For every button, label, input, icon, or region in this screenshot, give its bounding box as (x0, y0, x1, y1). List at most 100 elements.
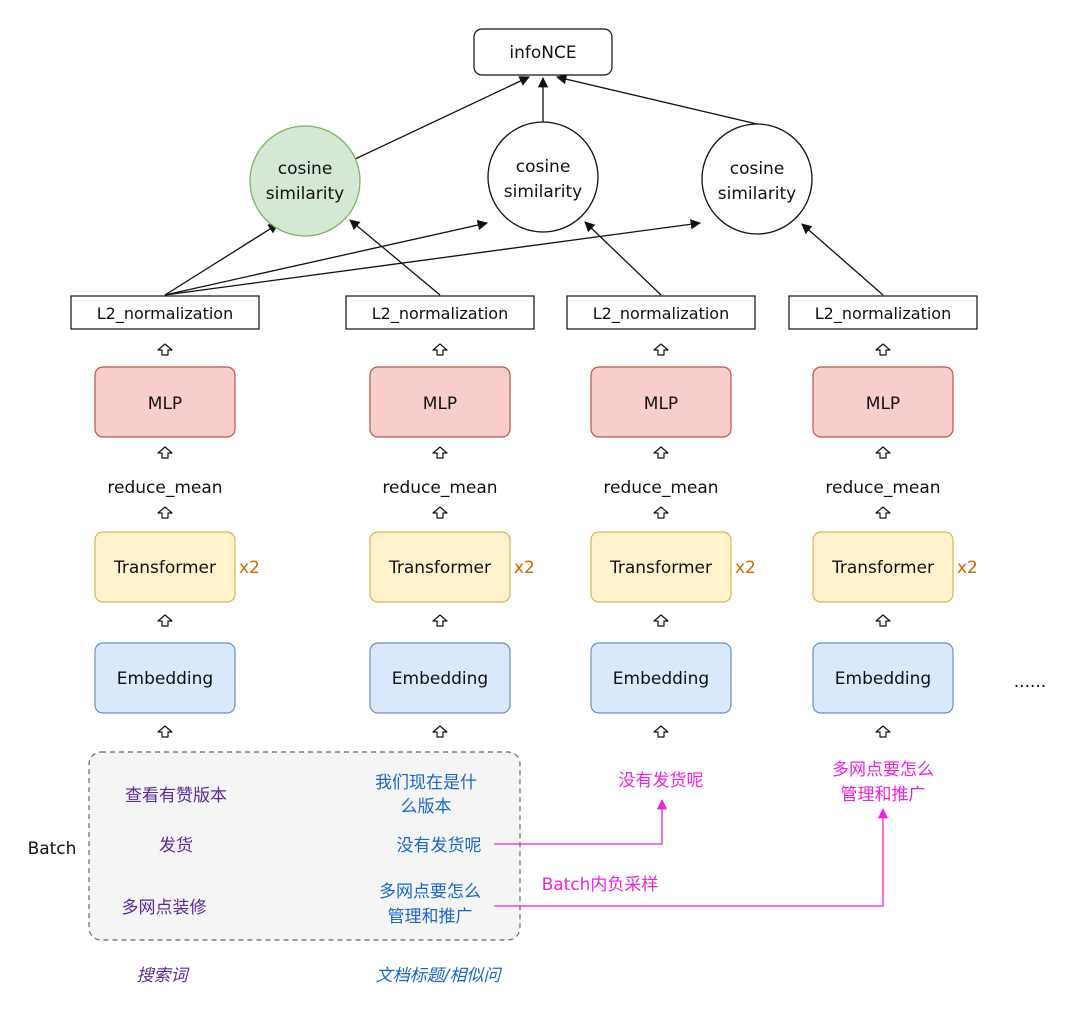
flow-arrow-embedding-to-transformer-4 (875, 614, 891, 627)
transformer-box-4 (812, 531, 954, 603)
l2-normalization-label-2: L2_normalization (372, 304, 508, 324)
l2-normalization-box-2 (345, 295, 535, 330)
arrow-sim1-to-infonce (352, 76, 530, 161)
negative-sampling-label: Batch内负采样 (542, 875, 659, 895)
batch-query-2: 发货 (159, 836, 193, 856)
flow-arrow-transformer-to-reduce-1 (157, 506, 173, 519)
embedding-box-1 (94, 642, 236, 714)
embedding-label-3: Embedding (613, 669, 709, 689)
flow-arrow-reduce-to-mlp-1 (157, 446, 173, 459)
transformer-label-2: Transformer (388, 558, 491, 578)
similarity-3-line2: similarity (718, 184, 796, 204)
l2-normalization-box-4 (788, 295, 978, 330)
flow-arrow-embedding-to-transformer-2 (432, 614, 448, 627)
reduce-mean-label-1: reduce_mean (107, 478, 222, 498)
negative-sample-2-line2: 管理和推广 (841, 785, 926, 805)
mlp-box-1 (94, 366, 236, 438)
l2-normalization-box-1 (70, 295, 260, 330)
batch-label: Batch (28, 839, 77, 859)
connector-arrows (164, 74, 884, 296)
similarity-node-1: cosine similarity (249, 125, 361, 237)
arrow-l2a-to-sim3 (164, 219, 702, 296)
batch-doc-1-line2: 么版本 (401, 797, 452, 817)
flow-arrow-reduce-to-mlp-4 (875, 446, 891, 459)
embedding-label-1: Embedding (117, 669, 213, 689)
arrow-l2a-to-sim1 (164, 223, 279, 296)
batch-doc-3-line2: 管理和推广 (388, 907, 473, 927)
similarity-3-line1: cosine (730, 159, 785, 179)
l2-normalization-label-1: L2_normalization (97, 304, 233, 324)
batch-doc-2-line1: 没有发货呢 (397, 836, 482, 856)
flow-arrow-mlp-to-l2-1 (157, 343, 173, 356)
transformer-box-3 (590, 531, 732, 603)
flow-arrow-input-to-embedding-1 (157, 725, 173, 738)
batch-query-3: 多网点装修 (122, 898, 207, 918)
arrow-l2b-to-sim1 (349, 219, 441, 296)
mlp-label-3: MLP (644, 394, 678, 414)
reduce-mean-label-4: reduce_mean (825, 478, 940, 498)
embedding-box-3 (590, 642, 732, 714)
flow-arrow-mlp-to-l2-2 (432, 343, 448, 356)
transformer-label-4: Transformer (831, 558, 934, 578)
similarity-1-line1: cosine (278, 159, 333, 179)
flow-arrow-transformer-to-reduce-2 (432, 506, 448, 519)
caption-doc: 文档标题/相似问 (376, 966, 503, 986)
flow-arrow-reduce-to-mlp-3 (653, 446, 669, 459)
embedding-label-4: Embedding (835, 669, 931, 689)
transformer-box-1 (94, 531, 236, 603)
arrow-l2c-to-sim2 (584, 221, 662, 296)
similarity-node-3: cosine similarity (701, 123, 813, 235)
l2-normalization-label-4: L2_normalization (815, 304, 951, 324)
caption-query: 搜索词 (137, 966, 191, 986)
negative-arrow-1 (494, 798, 668, 845)
mlp-label-1: MLP (148, 394, 182, 414)
flow-arrow-transformer-to-reduce-4 (875, 506, 891, 519)
transformer-label-3: Transformer (609, 558, 712, 578)
batch-query-1: 查看有赞版本 (125, 786, 227, 806)
similarity-2-line1: cosine (516, 157, 571, 177)
reduce-mean-label-2: reduce_mean (382, 478, 497, 498)
arrow-sim3-to-infonce (555, 74, 758, 125)
mlp-box-3 (590, 366, 732, 438)
transformer-multiplier-2: x2 (514, 558, 535, 578)
flow-arrow-mlp-to-l2-3 (653, 343, 669, 356)
infonce-box (473, 28, 613, 76)
transformer-multiplier-1: x2 (239, 558, 260, 578)
batch-container (88, 751, 521, 941)
embedding-label-2: Embedding (392, 669, 488, 689)
flow-arrow-embedding-to-transformer-1 (157, 614, 173, 627)
negative-sample-2-line1: 多网点要怎么 (832, 760, 934, 780)
arrow-l2d-to-sim3 (801, 223, 884, 296)
embedding-box-2 (369, 642, 511, 714)
negative-arrow-2 (494, 807, 889, 907)
reduce-mean-label-3: reduce_mean (603, 478, 718, 498)
similarity-2-line2: similarity (504, 182, 582, 202)
mlp-label-2: MLP (423, 394, 457, 414)
transformer-multiplier-3: x2 (735, 558, 756, 578)
flow-arrow-embedding-to-transformer-3 (653, 614, 669, 627)
ellipsis-more: ...... (1014, 672, 1046, 692)
mlp-box-4 (812, 366, 954, 438)
l2-normalization-box-3 (566, 295, 756, 330)
embedding-box-4 (812, 642, 954, 714)
transformer-multiplier-4: x2 (957, 558, 978, 578)
flow-arrow-transformer-to-reduce-3 (653, 506, 669, 519)
flow-arrow-input-to-embedding-2 (432, 725, 448, 738)
arrow-l2a-to-sim2 (164, 219, 489, 296)
batch-doc-3-line1: 多网点要怎么 (379, 882, 481, 902)
batch-doc-1-line1: 我们现在是什 (375, 773, 477, 793)
flow-arrow-input-to-embedding-4 (875, 725, 891, 738)
negative-sampling-arrows (494, 798, 889, 907)
transformer-box-2 (369, 531, 511, 603)
similarity-node-2: cosine similarity (487, 121, 599, 233)
flow-arrow-mlp-to-l2-4 (875, 343, 891, 356)
mlp-box-2 (369, 366, 511, 438)
transformer-label-1: Transformer (113, 558, 216, 578)
negative-sample-1: 没有发货呢 (619, 771, 704, 791)
similarity-1-line2: similarity (266, 184, 344, 204)
flow-arrow-input-to-embedding-3 (653, 725, 669, 738)
flow-arrow-reduce-to-mlp-2 (432, 446, 448, 459)
l2-normalization-label-3: L2_normalization (593, 304, 729, 324)
